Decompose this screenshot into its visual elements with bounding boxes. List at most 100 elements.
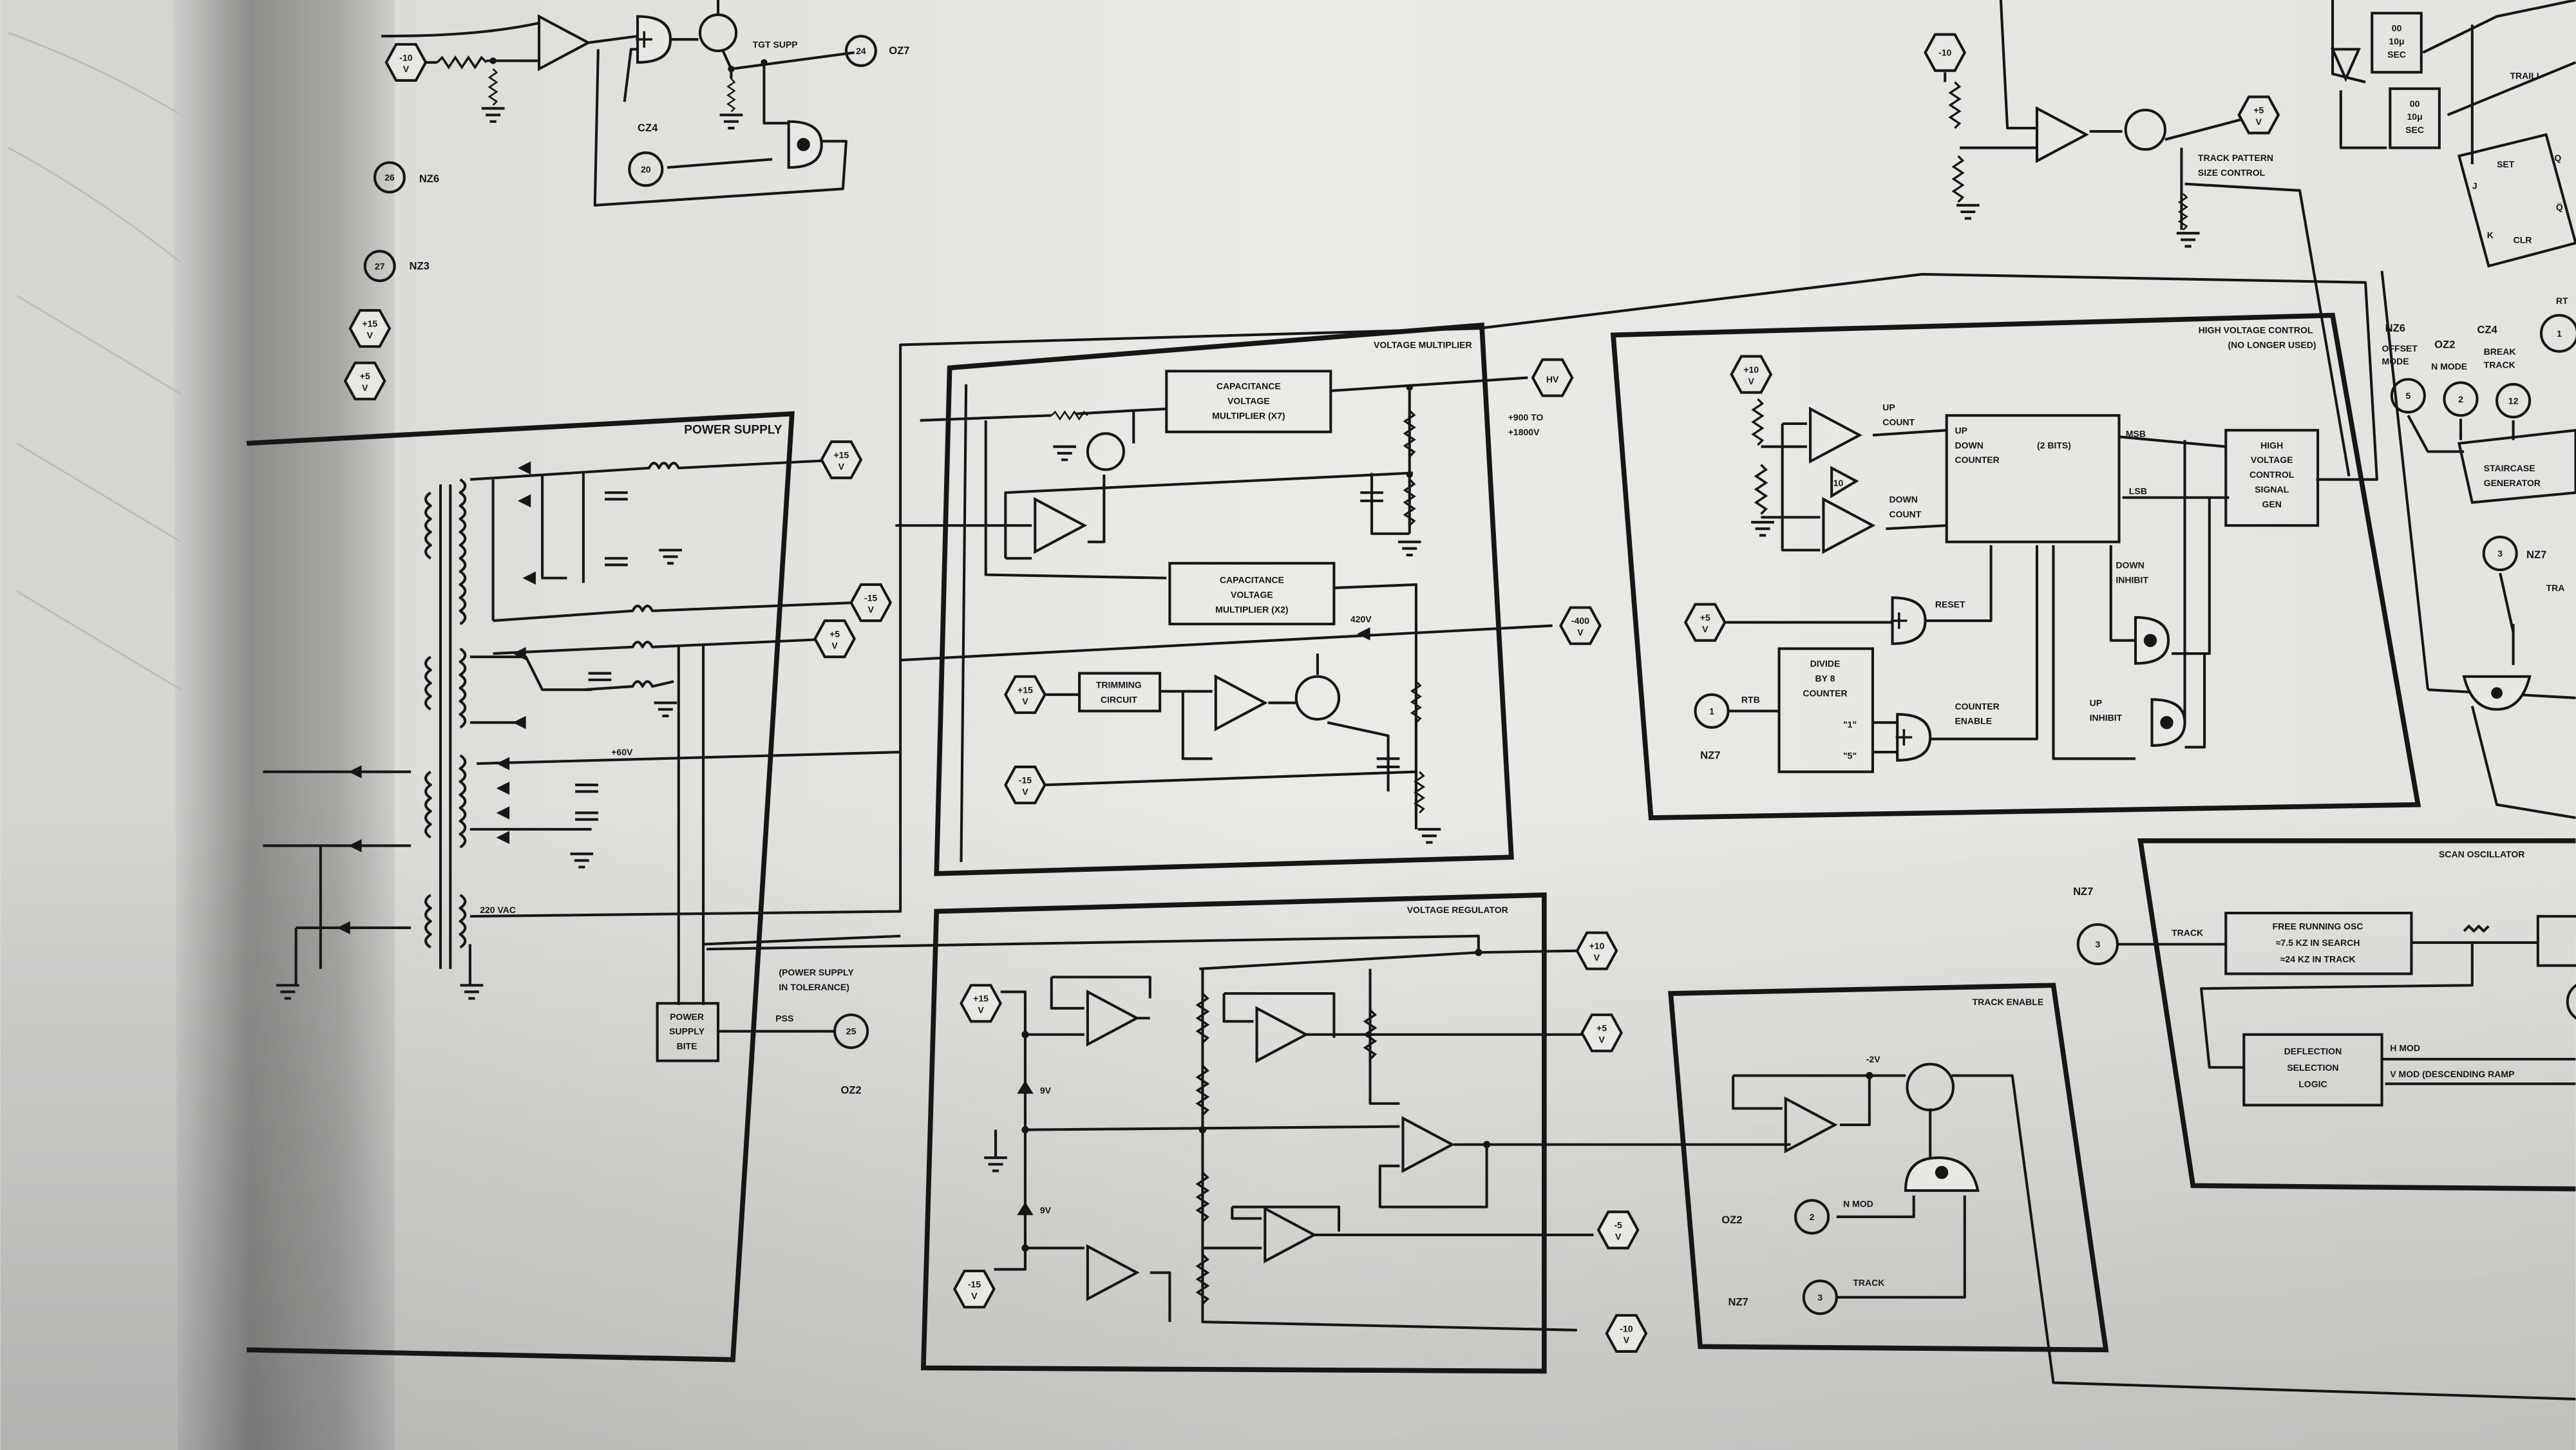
- counter-label: DOWN: [1955, 440, 1983, 450]
- osc-label: FREE RUNNING OSC: [2273, 921, 2363, 932]
- hex-unit: V: [1702, 624, 1709, 634]
- counter-output-label: "5": [1843, 750, 1857, 760]
- down-count-label: COUNT: [1889, 509, 1921, 519]
- track-enable-block: TRACK ENABLE -2V 2 OZ2 N MOD 3 NZ7 TRACK: [1668, 983, 2576, 1400]
- ff-qbar-label: Q̅: [2556, 202, 2563, 212]
- pin-reference: NZ6: [2385, 322, 2405, 334]
- hex-unit: V: [971, 1290, 978, 1301]
- ff-clr-label: CLR: [2514, 234, 2532, 245]
- box-label: CAPACITANCE: [1217, 381, 1281, 391]
- block-title: SCAN OSCILLATOR: [2439, 849, 2524, 859]
- junction-dot: [489, 57, 497, 64]
- pin-number: 5: [2405, 391, 2410, 401]
- hex-unit: V: [1022, 696, 1028, 706]
- hex-label: +15: [1018, 684, 1033, 695]
- zener-label: 9V: [1040, 1205, 1052, 1216]
- hex-unit: V: [362, 382, 368, 393]
- counter-enable-or-gate: [1896, 714, 1931, 760]
- hex-label: +5: [1700, 612, 1710, 623]
- box-label: MULTIPLIER (X2): [1215, 604, 1288, 614]
- hex-label: -15: [1019, 775, 1032, 786]
- hex-label: +5: [360, 371, 370, 381]
- connector-pin-2: [1794, 1199, 1830, 1235]
- v-mod-label: V MOD (DESCENDING RAMP: [2390, 1069, 2514, 1079]
- hex-label: +15: [973, 993, 989, 1004]
- transistor-icon: [2124, 108, 2166, 151]
- pin-number: 3: [2095, 939, 2100, 950]
- bite-label: POWER: [670, 1012, 704, 1022]
- pin-number: 24: [856, 46, 866, 56]
- hex-unit: V: [1748, 376, 1755, 386]
- break-track-label: TRACK: [2484, 359, 2515, 370]
- box-label: CAPACITANCE: [1220, 574, 1284, 585]
- deflection-label: DEFLECTION: [2284, 1046, 2342, 1056]
- pin-number: 1: [1709, 706, 1714, 716]
- trailing-label: TRAILI: [2510, 70, 2539, 80]
- hex-unit: V: [367, 330, 374, 340]
- waveform-icon: [2463, 925, 2490, 933]
- pss-label: PSS: [775, 1013, 793, 1023]
- one-shot-label: 10μ: [2389, 36, 2404, 46]
- multiplier-x2-box: [1168, 561, 1336, 626]
- pin-reference: NZ7: [2073, 885, 2093, 898]
- down-count-label: DOWN: [1889, 494, 1917, 504]
- pin-number: 27: [375, 261, 385, 271]
- hex-unit: V: [1615, 1232, 1622, 1242]
- vac-label: 220 VAC: [480, 905, 516, 915]
- hex-unit: V: [1598, 1035, 1605, 1045]
- free-running-osc-box: [2224, 911, 2413, 975]
- inverter-icon: [2330, 48, 2361, 82]
- bite-label: SUPPLY: [669, 1026, 705, 1037]
- offset-mode-label: OFFSET: [2382, 343, 2418, 353]
- pin-reference: NZ7: [1728, 1296, 1748, 1308]
- track-label: TRA: [2546, 583, 2565, 593]
- pin-reference: CZ4: [638, 122, 658, 134]
- pin-reference: NZ7: [1700, 749, 1720, 761]
- connector-pin-1: [2539, 314, 2576, 353]
- osc-label: ≈24 KZ IN TRACK: [2280, 954, 2356, 965]
- track-pattern-label: SIZE CONTROL: [2198, 167, 2266, 178]
- junction-dot: [1406, 384, 1413, 391]
- top-right-circuit: -10 +5 V TRACK PATTERN SIZE CONTROL 00 1…: [1926, 0, 2576, 476]
- counter-enable-label: COUNTER: [1955, 701, 1999, 711]
- capacitor-icon: [1360, 491, 1383, 502]
- counter-output-label: "1": [1843, 719, 1857, 730]
- gate-dot: [1935, 1165, 1949, 1180]
- n-mod-label: N MOD: [1843, 1199, 1873, 1209]
- pin-number: 3: [1817, 1292, 1823, 1303]
- block-title: VOLTAGE REGULATOR: [1407, 905, 1508, 915]
- hex-label: +10: [1589, 941, 1605, 951]
- one-shot-label: 00: [2392, 23, 2402, 33]
- transformer-primary: [424, 491, 432, 949]
- pin-reference: OZ2: [1721, 1214, 1742, 1226]
- box-label: VOLTAGE: [1231, 589, 1273, 599]
- junction-dot: [1021, 1031, 1029, 1039]
- signal-gen-label: VOLTAGE: [2251, 455, 2293, 465]
- partial-box: [2536, 915, 2576, 967]
- connector-pin-12: [2496, 382, 2532, 419]
- divide-label: BY 8: [1815, 673, 1835, 683]
- one-shot-box-1: [2371, 12, 2423, 74]
- or-gate: [636, 17, 670, 62]
- connector-pin-26: [373, 161, 406, 194]
- connector-pin-24: [844, 35, 877, 68]
- block-subtitle: (NO LONGER USED): [2228, 340, 2316, 350]
- down-inhibit-gate: [2136, 617, 2168, 663]
- block-title: TRACK ENABLE: [1973, 997, 2044, 1007]
- deflection-label: LOGIC: [2298, 1078, 2327, 1089]
- pin-number: 12: [2508, 395, 2519, 406]
- hex-unit: V: [831, 640, 838, 650]
- hv-control-signal-gen-box: [2224, 429, 2320, 527]
- hex-unit: V: [1594, 952, 1600, 963]
- hex-label: +5: [2253, 105, 2264, 115]
- reset-label: RESET: [1935, 599, 1965, 610]
- target-suppression-circuit: -10 V TGT SUPP 24 OZ7 20 CZ4 26 NZ6 27 N…: [345, 0, 909, 399]
- pin-reference: NZ3: [410, 259, 430, 272]
- tgt-supp-label: TGT SUPP: [753, 39, 798, 50]
- scan-oscillator-block: SCAN OSCILLATOR 3 NZ7 TRACK FREE RUNNING…: [2073, 838, 2576, 1192]
- hex-unit: V: [2256, 117, 2262, 127]
- box-label: MULTIPLIER (X7): [1212, 410, 1285, 420]
- signal-gen-label: GEN: [2262, 499, 2282, 509]
- break-track-label: BREAK: [2484, 346, 2516, 357]
- pin-number: 20: [641, 164, 651, 174]
